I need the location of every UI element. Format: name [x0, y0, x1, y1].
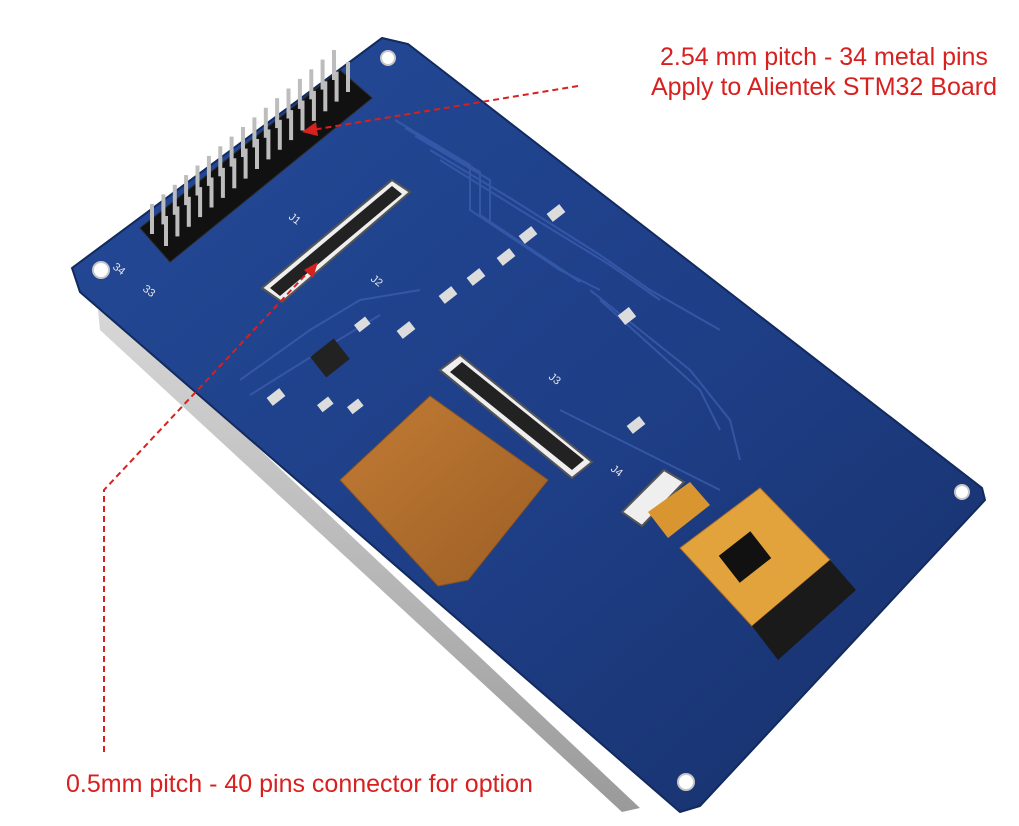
header-pin	[243, 148, 248, 179]
header-pin	[209, 177, 214, 208]
fpc-connector-callout: 0.5mm pitch - 40 pins connector for opti…	[66, 770, 533, 798]
header-pin	[252, 117, 257, 148]
header-pin	[266, 129, 271, 160]
header-pin	[255, 139, 259, 169]
header-pin	[320, 59, 325, 90]
header-pin	[263, 107, 268, 138]
header-pin	[289, 110, 294, 141]
header-pin	[311, 90, 316, 121]
header-pin	[346, 62, 350, 92]
header-pin	[232, 158, 237, 189]
mounting-hole-icon	[92, 261, 110, 279]
leader-top	[311, 85, 579, 131]
header-pin	[275, 98, 280, 129]
header-pin	[277, 119, 282, 150]
lcd-frame-edge	[98, 310, 640, 812]
header-pin	[218, 146, 223, 177]
callout-leaders	[103, 85, 579, 752]
pin-header-icon	[139, 50, 373, 263]
header-pin	[186, 196, 191, 227]
header-pin	[172, 184, 177, 215]
arrowhead-bottom	[304, 262, 318, 278]
callout-top-line1: 2.54 mm pitch - 34 metal pins	[660, 43, 988, 71]
touch-flex	[648, 482, 856, 660]
header-pin	[198, 187, 203, 218]
leader-bottom	[103, 269, 311, 752]
header-pin	[286, 88, 291, 119]
silk-pin-33: 33	[140, 283, 157, 300]
header-pin	[206, 155, 211, 186]
header-pin	[323, 81, 328, 112]
pin-header-callout: 2.54 mm pitch - 34 metal pins Apply to A…	[651, 42, 997, 102]
fpc-connector-icon	[620, 468, 686, 528]
header-pin	[150, 204, 154, 234]
header-pin	[229, 136, 234, 167]
header-pin	[297, 78, 302, 109]
header-pin	[195, 165, 200, 196]
silk-pin-34: 34	[110, 261, 127, 278]
smd-components	[266, 204, 646, 434]
header-pin	[164, 216, 168, 246]
header-pin	[309, 69, 314, 100]
touch-controller-chip-icon	[718, 531, 772, 583]
mounting-hole-icon	[677, 773, 695, 791]
fpc-connector-icon	[260, 178, 412, 304]
fpc-connector-icon	[438, 353, 594, 480]
header-pin	[220, 167, 225, 198]
header-pin	[161, 194, 166, 225]
mounting-hole-icon	[380, 50, 396, 66]
header-pin	[332, 50, 336, 80]
header-pin	[334, 71, 339, 102]
header-pin	[184, 175, 189, 206]
flex-cable-icon	[339, 395, 549, 587]
arrowhead-top	[302, 122, 318, 136]
mounting-hole-icon	[954, 484, 970, 500]
header-pin	[241, 127, 245, 157]
callout-top-line2: Apply to Alientek STM32 Board	[650, 73, 997, 101]
header-pin	[175, 206, 180, 237]
header-pin	[300, 100, 305, 131]
